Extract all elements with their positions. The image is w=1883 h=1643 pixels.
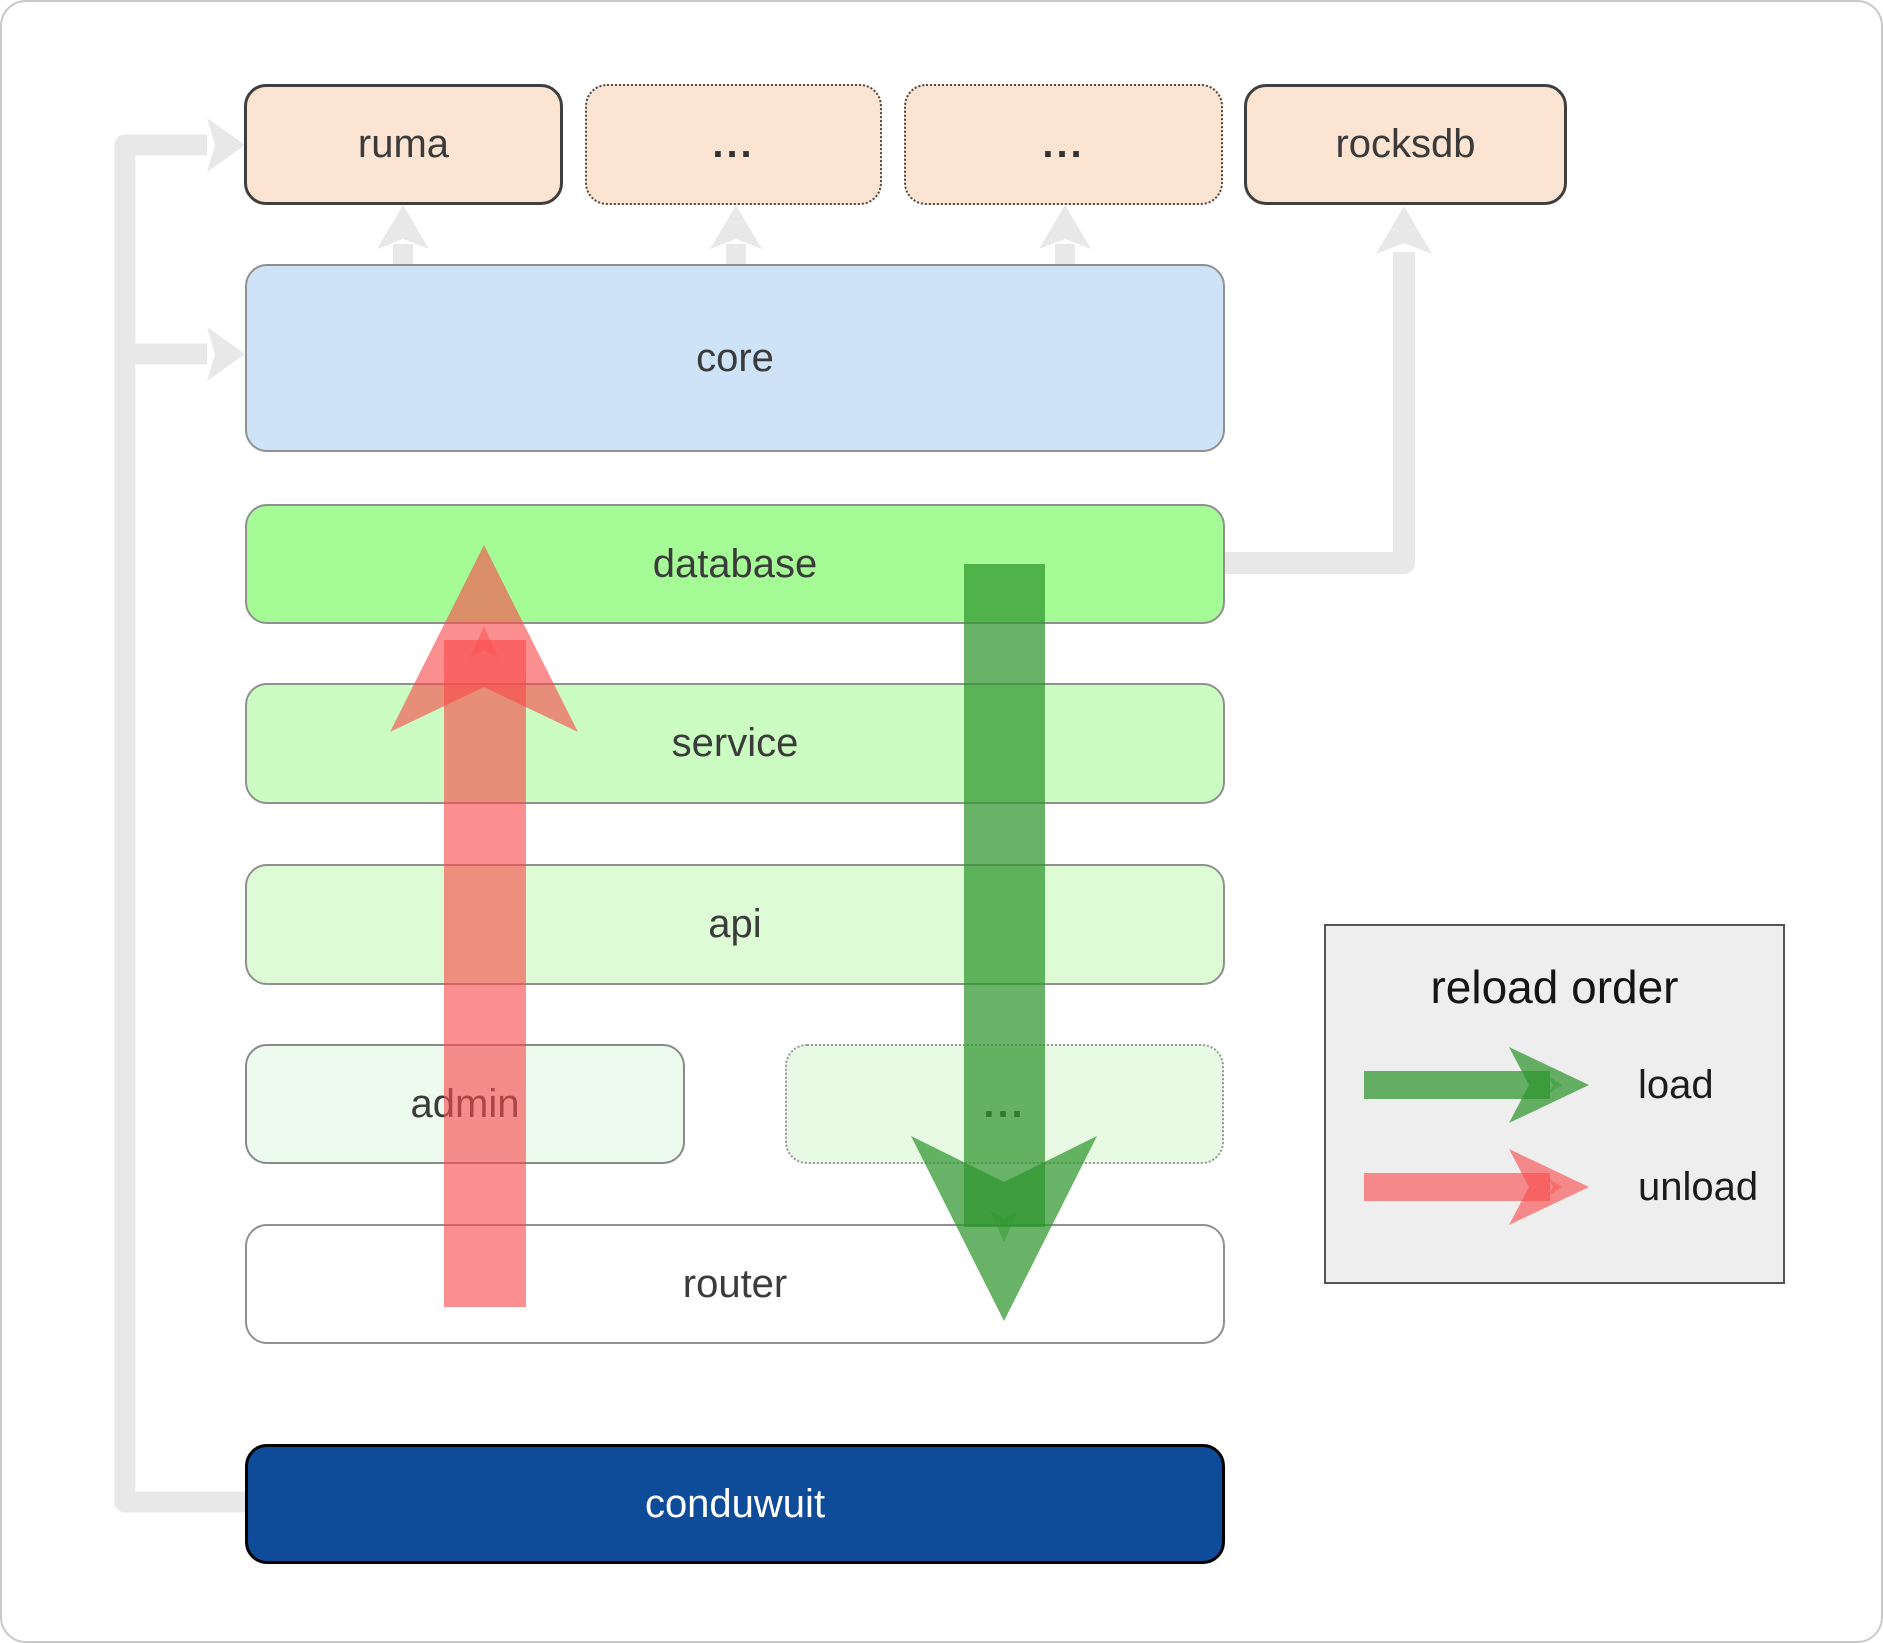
- node-label: database: [652, 541, 818, 586]
- node-label: ...: [712, 122, 755, 166]
- node-ruma: ruma: [244, 84, 563, 205]
- unload-arrow-icon: [1364, 1149, 1589, 1225]
- node-api: api: [245, 864, 1225, 985]
- arrowhead-core-to-ellipsis-1: [710, 205, 762, 249]
- node-label: admin: [410, 1081, 520, 1126]
- node-label: router: [682, 1261, 788, 1306]
- node-label: ruma: [357, 122, 450, 166]
- unload-arrow-marker: [470, 626, 498, 658]
- legend: reload order load unload: [1324, 924, 1785, 1284]
- node-label: core: [696, 335, 774, 380]
- node-core: core: [245, 264, 1225, 452]
- node-conduwuit: conduwuit: [245, 1444, 1225, 1564]
- connector-conduwuit-trunk: [114, 134, 245, 1513]
- arrowhead-into-rocksdb: [1376, 206, 1432, 254]
- arrowhead-core-to-ellipsis-2: [1039, 205, 1091, 249]
- legend-row-load: load: [1364, 1040, 1783, 1130]
- node-ellipsis-top-2: ...: [904, 84, 1223, 205]
- node-label: ...: [1042, 122, 1085, 166]
- arrowhead-into-ruma: [207, 118, 245, 172]
- node-database: database: [245, 504, 1225, 624]
- node-label: service: [671, 721, 799, 765]
- legend-label-load: load: [1638, 1062, 1714, 1107]
- node-label: rocksdb: [1335, 122, 1476, 166]
- legend-title: reload order: [1430, 961, 1679, 1013]
- node-ellipsis-top-1: ...: [585, 84, 882, 205]
- node-ellipsis-admin: ...: [785, 1044, 1224, 1164]
- node-service: service: [245, 683, 1225, 804]
- arrowhead-into-core: [207, 327, 245, 381]
- connector-database-to-rocksdb: [1225, 252, 1415, 574]
- node-admin: admin: [245, 1044, 685, 1164]
- node-label: ...: [983, 1081, 1026, 1126]
- legend-label-unload: unload: [1638, 1164, 1759, 1209]
- legend-row-unload: unload: [1364, 1142, 1783, 1232]
- node-rocksdb: rocksdb: [1244, 84, 1567, 205]
- node-label: api: [708, 902, 762, 946]
- load-arrow-icon: [1364, 1047, 1589, 1123]
- node-router: router: [245, 1224, 1225, 1344]
- arrowhead-core-to-ruma: [377, 205, 429, 249]
- node-label: conduwuit: [644, 1481, 826, 1526]
